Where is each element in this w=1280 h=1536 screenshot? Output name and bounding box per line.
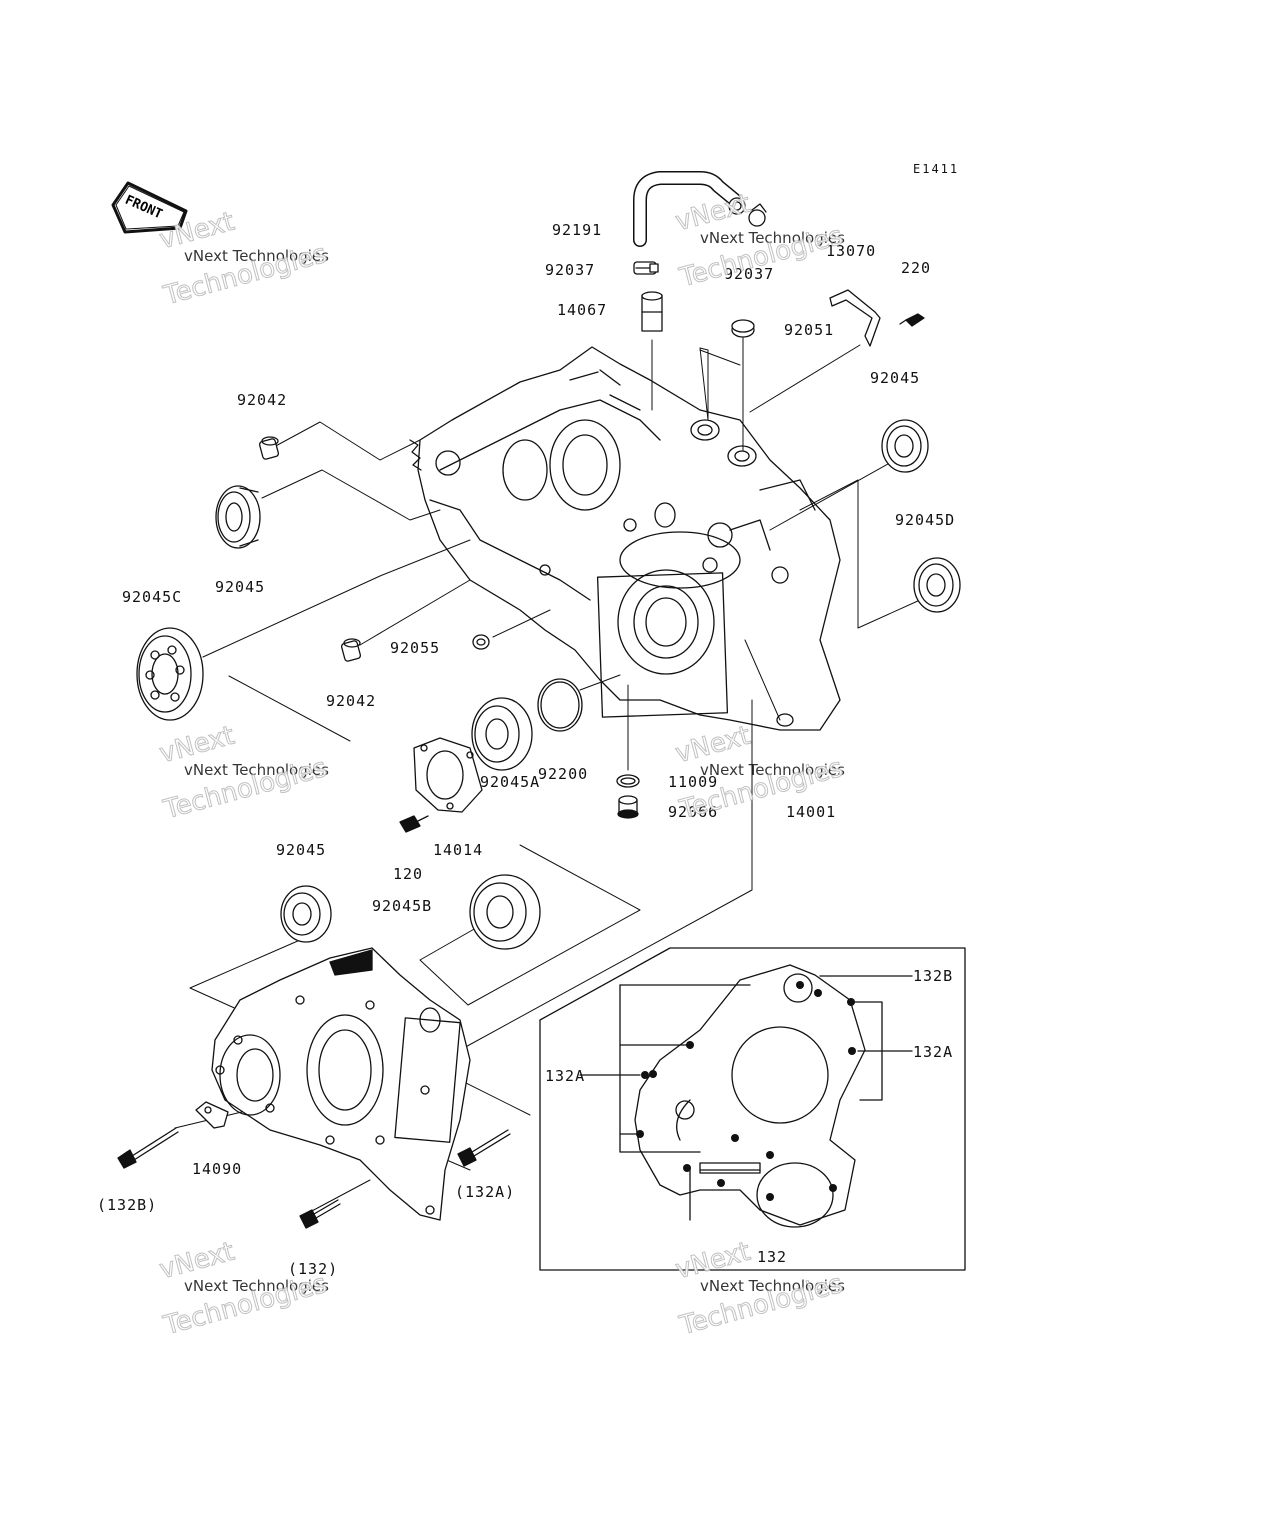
bearing-92045B: [470, 875, 540, 949]
plug-92051: [732, 320, 754, 337]
bolt-120: [400, 816, 428, 832]
label-92042-top: 92042: [237, 391, 288, 409]
label-14014: 14014: [433, 841, 484, 859]
gasket-11009: [617, 775, 639, 787]
bearing-92045-left: [216, 486, 260, 548]
label-92042-mid: 92042: [326, 692, 377, 710]
label-92191: 92191: [552, 221, 603, 239]
label-92045B: 92045B: [372, 897, 433, 915]
leader-lines: [175, 338, 920, 1212]
crankcase-right-half: [410, 347, 840, 730]
bearing-92045D: [914, 558, 960, 612]
label-11009: 11009: [668, 773, 719, 791]
label-92055: 92055: [390, 639, 441, 657]
o-ring-92200: [538, 679, 582, 731]
label-132A-bolt: (132A): [455, 1183, 516, 1201]
watermark-bottom-right: vNext vNext Technologies Technologies: [672, 1236, 847, 1342]
label-132B-inset: 132B: [913, 967, 954, 985]
dowel-pin-upper: [259, 437, 279, 460]
label-92200: 92200: [538, 765, 589, 783]
retainer-plate-14014: [414, 738, 482, 812]
label-92066: 92066: [668, 803, 719, 821]
label-132-inset: 132: [757, 1248, 788, 1266]
watermark-mid-left: vNext vNext Technologies Technologies: [156, 720, 331, 826]
label-132A-inset-right: 132A: [913, 1043, 954, 1061]
label-92037-left: 92037: [545, 261, 596, 279]
label-120: 120: [393, 865, 424, 883]
label-92037-right: 92037: [724, 265, 775, 283]
bolt-132: [300, 1200, 340, 1228]
bracket-14090: [196, 1102, 228, 1128]
label-92045C: 92045C: [122, 588, 183, 606]
bearing-92045C: [137, 628, 203, 720]
label-92045-lower: 92045: [276, 841, 327, 859]
ring-92055: [473, 635, 489, 649]
hose-clamp-left: [634, 262, 658, 274]
diagram-code: E1411: [913, 162, 960, 176]
watermark-bottom-left: vNext vNext Technologies Technologies: [156, 1236, 331, 1342]
label-92045-right: 92045: [870, 369, 921, 387]
watermark-top-left: vNext vNext Technologies Technologies: [156, 206, 331, 312]
label-14001: 14001: [786, 803, 837, 821]
bolt-132A: [458, 1130, 510, 1166]
bolt-132B: [118, 1128, 178, 1168]
bearing-92045A: [472, 698, 532, 770]
breather-hose: [640, 178, 745, 240]
breather-fitting: [642, 292, 662, 331]
bearing-92045-right: [882, 420, 928, 472]
label-92045-left: 92045: [215, 578, 266, 596]
bolt-pattern-inset: [540, 948, 965, 1270]
label-220: 220: [901, 259, 932, 277]
bearing-92045-lower: [281, 886, 331, 942]
label-132B-bolt: (132B): [97, 1196, 158, 1214]
label-92051: 92051: [784, 321, 835, 339]
label-132-bolt: (132): [288, 1260, 339, 1278]
dowel-pin-middle: [341, 639, 361, 662]
label-13070: 13070: [826, 242, 877, 260]
bolt-220: [900, 314, 924, 326]
label-92045A: 92045A: [480, 773, 541, 791]
label-132A-inset-left: 132A: [545, 1067, 586, 1085]
watermark-mid-right: vNext vNext Technologies Technologies: [672, 720, 847, 826]
hose-clamp-right: [749, 204, 766, 226]
label-14090: 14090: [192, 1160, 243, 1178]
watermark-top-right: vNext vNext Technologies Technologies: [672, 188, 847, 294]
crankcase-left-half: [212, 948, 470, 1220]
drain-plug-92066: [618, 796, 638, 818]
front-arrow-icon: [113, 183, 186, 232]
label-92045D: 92045D: [895, 511, 956, 529]
bracket-13070: [830, 290, 880, 346]
label-14067: 14067: [557, 301, 608, 319]
